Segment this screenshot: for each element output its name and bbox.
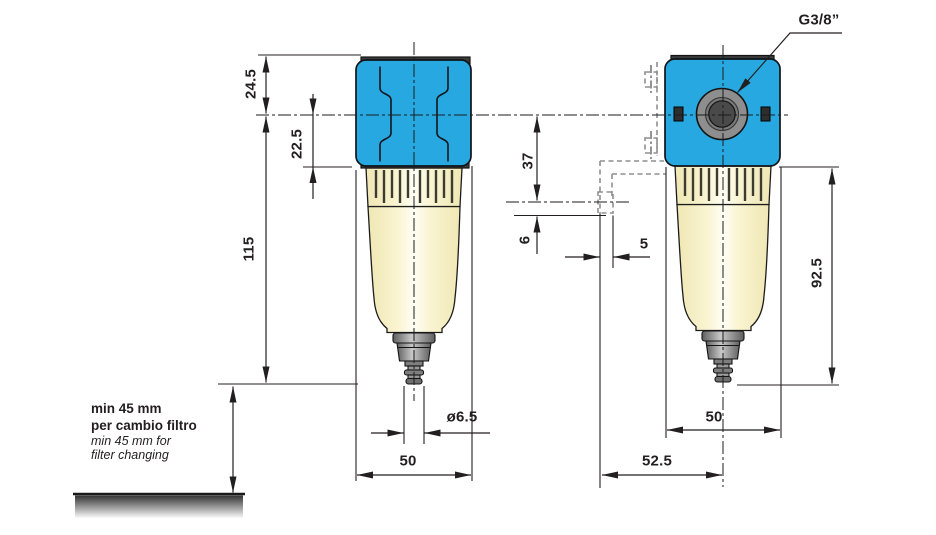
note-line-1: min 45 mm [91, 401, 162, 416]
note-line-4: filter changing [91, 448, 169, 462]
filter-front-view [597, 54, 781, 383]
dim-label-drain-bore: ø6.5 [446, 408, 478, 426]
collar-ribs [683, 168, 763, 201]
note-line-2: per cambio filtro [91, 418, 197, 433]
clearance-note: min 45 mm per cambio filtro min 45 mm fo… [91, 400, 197, 462]
dim-label-center-to-head-bottom: 22.5 [288, 129, 306, 159]
ground-symbol [73, 492, 245, 519]
dim-label-bracket-to-center: 52.5 [642, 452, 672, 470]
port-thread-label: G3/8” [798, 11, 840, 29]
port-boss-left [673, 106, 684, 122]
dim-label-head-top-to-center: 24.5 [242, 69, 260, 99]
dim-label-head-to-drain-end: 92.5 [808, 258, 826, 288]
centerlines [256, 42, 788, 487]
dim-label-bracket-slot-offset: 6 [516, 235, 534, 245]
note-line-3: min 45 mm for [91, 434, 171, 448]
dimension-lines-side [218, 54, 490, 493]
dim-label-center-to-bracket-slot: 37 [519, 152, 537, 170]
mounting-bracket-dashed [597, 62, 666, 214]
port-boss-right [760, 106, 771, 122]
dimension-lines-front [514, 32, 842, 488]
dim-label-body-width-side: 50 [399, 452, 417, 470]
port-circle [695, 87, 749, 141]
dim-label-body-width-front: 50 [705, 408, 723, 426]
dim-label-bracket-thickness: 5 [639, 235, 649, 253]
port-leader-line [737, 32, 842, 93]
dim-label-center-to-drain-end: 115 [240, 236, 258, 262]
collar-ribs [374, 170, 454, 203]
